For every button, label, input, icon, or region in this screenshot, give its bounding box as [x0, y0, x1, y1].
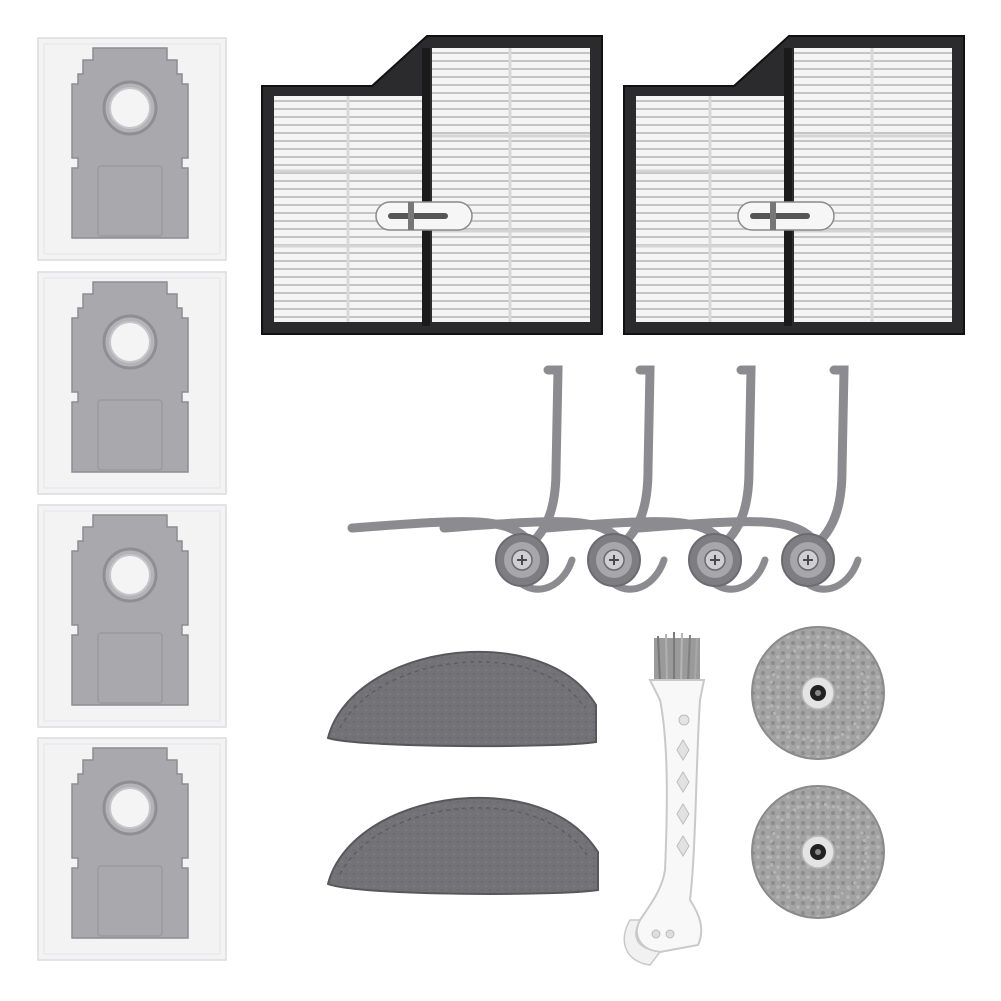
hepa-filter	[261, 35, 603, 335]
side-brushes-group	[347, 365, 862, 593]
bag-plate	[71, 514, 189, 706]
dust-bag	[37, 504, 227, 728]
bag-plate	[71, 47, 189, 239]
bag-plate	[71, 281, 189, 473]
mop-pad	[326, 796, 599, 895]
mop-pads-group	[326, 650, 599, 895]
side-brush	[633, 365, 862, 593]
round-mop-pad	[751, 626, 885, 760]
round-mop-pad	[751, 785, 885, 919]
side-brush	[540, 365, 769, 593]
bristles	[654, 632, 700, 683]
side-brush	[347, 365, 576, 593]
hepa-filters-group	[261, 35, 965, 335]
round-mop-pads-group	[751, 626, 885, 919]
cleaning-tool	[623, 632, 706, 966]
mop-pad	[326, 650, 597, 748]
dust-bag	[37, 271, 227, 495]
bag-plate	[71, 747, 189, 939]
dust-bags-group	[37, 37, 227, 961]
dust-bag	[37, 37, 227, 261]
hepa-filter	[623, 35, 965, 335]
side-brush	[439, 365, 668, 593]
dust-bag	[37, 737, 227, 961]
